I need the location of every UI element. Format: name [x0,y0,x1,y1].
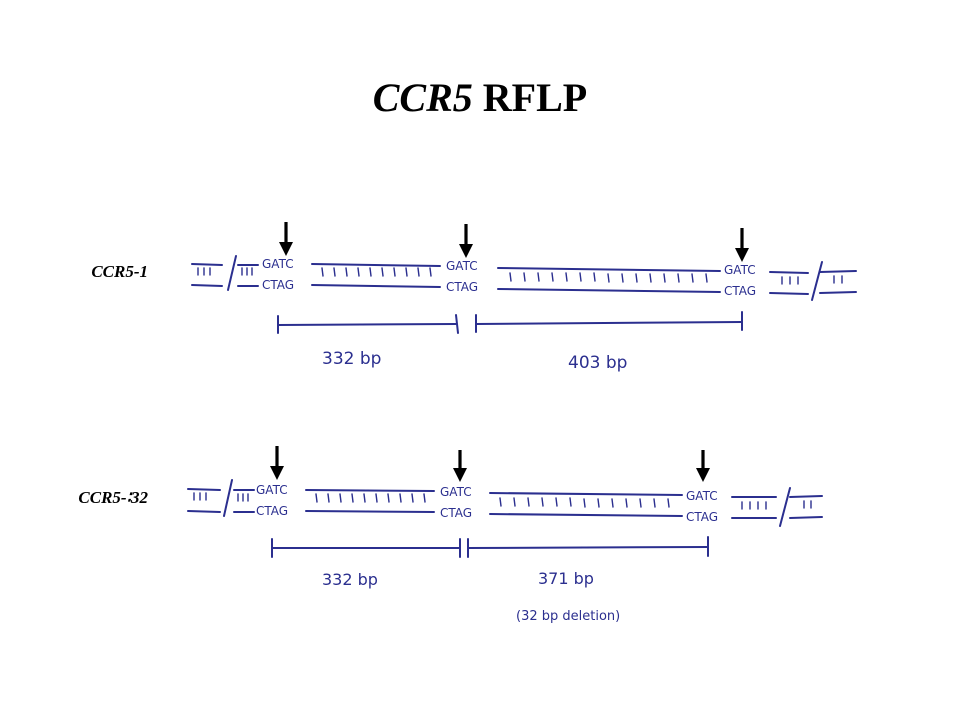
row-label-ccr5-1: CCR5-1 [91,262,148,281]
row-label-ccr5-delta32: CCR5-∶32 [78,488,148,507]
fragment-size-label: 371 bp [538,569,594,588]
title-rest: RFLP [482,75,588,120]
fragment-bar-2 [475,311,743,333]
site-top-text: GATC [724,263,756,277]
site-bottom-text: CTAG [686,510,718,524]
site-top-text: GATC [446,259,478,273]
dna-right-end [731,487,823,527]
dna-left-end [187,479,255,517]
cut-arrow [279,222,293,256]
site-bottom-text: CTAG [440,506,472,520]
site-bottom-text: CTAG [256,504,288,518]
cut-arrow [453,450,467,482]
base-pair-ticks [499,497,670,508]
title-gene: CCR5 [372,75,473,120]
site-bottom-text: CTAG [262,278,294,292]
cut-arrow [735,228,749,262]
dna-right-end [769,261,857,301]
base-pair-ticks [315,493,426,503]
base-pair-ticks [509,272,708,283]
cut-arrow [270,446,284,480]
site-top-text: GATC [256,483,288,497]
site-bottom-text: CTAG [446,280,478,294]
base-pair-ticks [321,267,432,277]
deletion-note: (32 bp deletion) [516,609,620,624]
site-top-text: GATC [262,257,294,271]
site-top-text: GATC [686,489,718,503]
fragment-bar-1 [271,538,461,558]
dna-left-end [191,255,259,291]
cut-arrow [459,224,473,258]
slide-title: CCR5 RFLP [0,78,960,118]
dna-row-ccr5-1: GATC CTAG GATC CTAG [191,222,857,373]
site-top-text: GATC [440,485,472,499]
fragment-bar-2 [467,536,709,558]
fragment-size-label: 403 bp [568,353,627,373]
fragment-size-label: 332 bp [322,570,378,589]
cut-arrow [696,450,710,482]
dna-row-ccr5-delta32: GATC CTAG GATC CTAG [187,446,823,624]
fragment-bar-1 [277,314,459,334]
site-bottom-text: CTAG [724,284,756,298]
fragment-size-label: 332 bp [322,349,381,369]
